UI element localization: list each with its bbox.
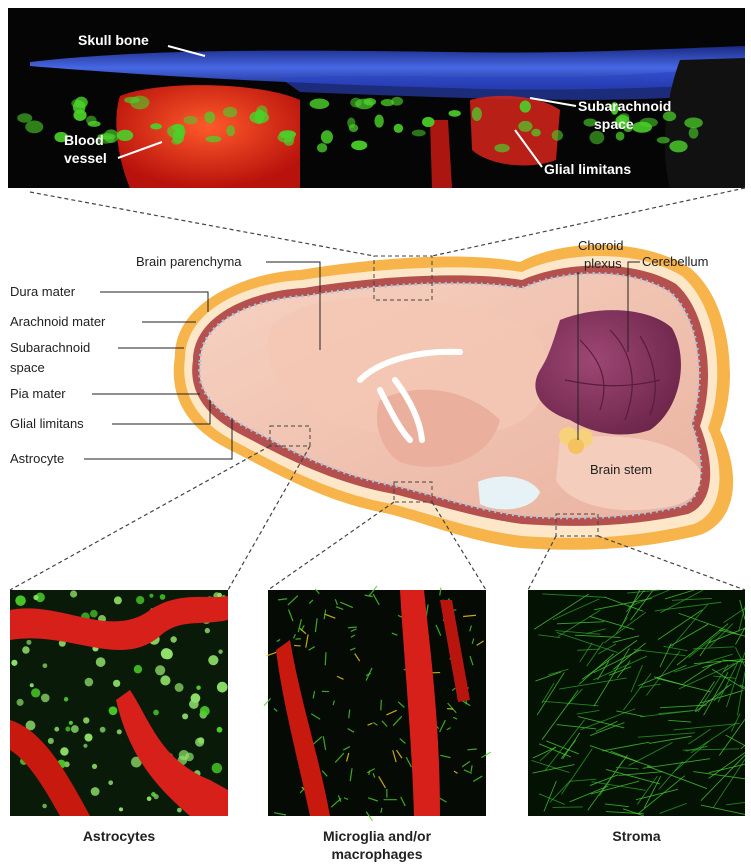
label-glial-limitans-top: Glial limitans	[544, 161, 631, 177]
brain-diagram	[10, 245, 745, 590]
panel-stroma-image	[528, 590, 745, 816]
label-brain-stem: Brain stem	[590, 462, 652, 477]
label-glial-limitans: Glial limitans	[10, 416, 84, 431]
top-micrograph: Skull bone Blood vessel Subarachnoid spa…	[8, 8, 745, 188]
label-dura-mater: Dura mater	[10, 284, 76, 299]
caption-microglia-line1: Microglia and/or	[268, 828, 486, 845]
label-astrocyte: Astrocyte	[10, 451, 64, 466]
label-skull-bone: Skull bone	[78, 32, 149, 48]
label-blood-line1: Blood	[64, 132, 104, 148]
panel-microglia-image	[264, 586, 491, 821]
label-subarachnoid-line2: space	[594, 116, 634, 132]
label-cerebellum: Cerebellum	[642, 254, 708, 269]
label-pia-mater: Pia mater	[10, 386, 66, 401]
zoom-lines-top	[30, 188, 745, 256]
caption-stroma: Stroma	[528, 828, 745, 845]
label-choroid-line1: Choroid	[578, 238, 624, 253]
dark-region	[665, 58, 745, 188]
caption-astrocytes: Astrocytes	[10, 828, 228, 845]
label-subarachnoid-line2: space	[10, 360, 45, 375]
label-subarachnoid-line1: Subarachnoid	[10, 340, 90, 355]
label-subarachnoid-line1: Subarachnoid	[578, 98, 671, 114]
caption-microglia-line2: macrophages	[268, 846, 486, 863]
label-blood-line2: vessel	[64, 150, 107, 166]
panel-astrocytes-image	[10, 590, 228, 816]
label-brain-parenchyma: Brain parenchyma	[136, 254, 242, 269]
label-choroid-line2: plexus	[584, 256, 622, 271]
label-arachnoid-mater: Arachnoid mater	[10, 314, 106, 329]
